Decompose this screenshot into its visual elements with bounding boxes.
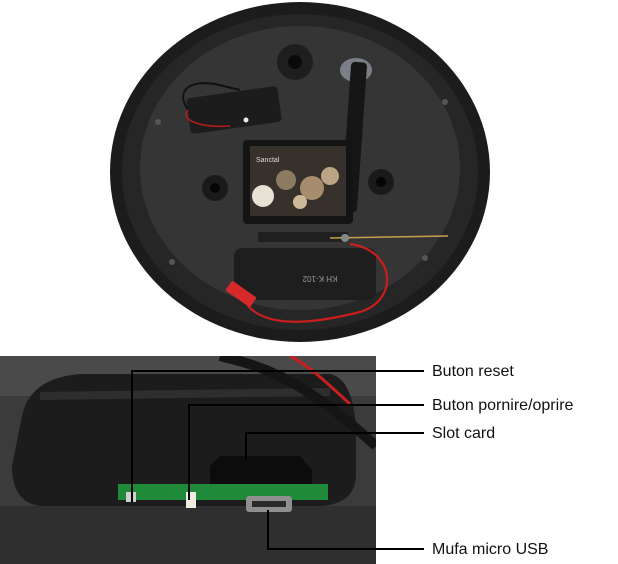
red-connector [226, 281, 256, 307]
card-slot [210, 456, 312, 484]
module-closeup-photo [0, 356, 376, 564]
antenna-wire [329, 235, 449, 239]
camera-board [186, 86, 282, 134]
module-text: KH K-102 [302, 274, 337, 283]
movement-brand-label: Sanctal [256, 157, 280, 164]
recorder-module [234, 248, 376, 300]
label-card-slot: Slot card [432, 425, 496, 442]
power-switch [186, 492, 196, 508]
callout-line-reset-h [132, 370, 424, 372]
callout-line-usb-v [267, 510, 269, 550]
callout-line-usb-h [268, 548, 424, 550]
label-micro-usb: Mufa micro USB [432, 541, 549, 558]
callout-line-slot-v [245, 432, 247, 460]
label-reset-button: Buton reset [432, 363, 514, 380]
pcb-strip [118, 484, 328, 500]
callout-line-slot-h [246, 432, 424, 434]
callout-line-power-h [189, 404, 424, 406]
label-power-button: Buton pornire/oprire [432, 397, 574, 414]
gear-white [252, 185, 274, 207]
clock-back-photo: Sanctal KH K-102 [110, 2, 490, 342]
callout-line-reset-v [131, 370, 133, 502]
callout-line-power-v [188, 404, 190, 500]
red-cable [247, 242, 389, 323]
